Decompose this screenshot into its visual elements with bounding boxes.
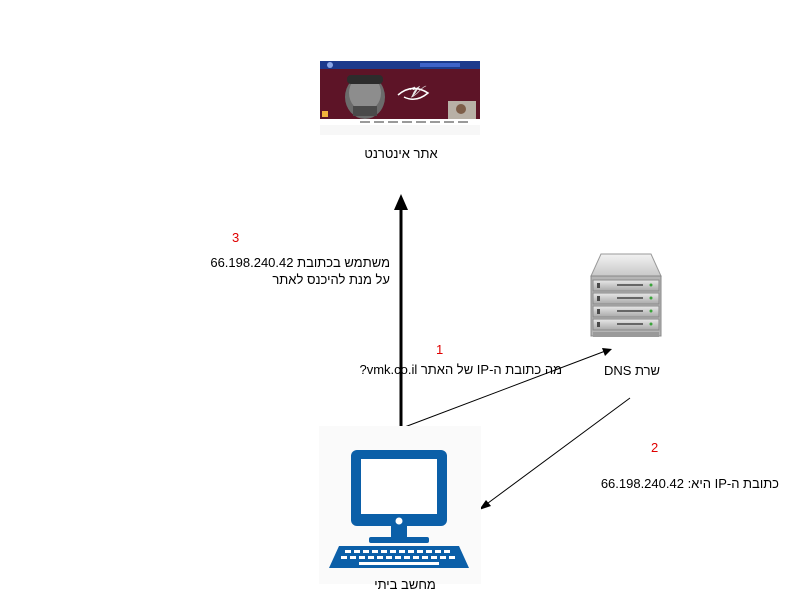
step3-number: 3 xyxy=(232,230,240,245)
server-rack-icon xyxy=(587,250,665,345)
step1-text: מה כתובת ה-IP של האתר vmk.co.il? xyxy=(359,362,562,377)
arrow-to-dns xyxy=(401,349,609,429)
website-screenshot-icon: 𝓥 xyxy=(319,60,481,136)
dns-server-label: שרת DNS xyxy=(603,363,661,378)
desktop-computer-icon xyxy=(319,426,481,584)
arrow-to-dns-head xyxy=(602,348,612,356)
arrow-to-computer xyxy=(483,397,631,507)
website-label: אתר אינטרנט xyxy=(364,146,438,161)
step3-text-line2: על מנת להיכנס לאתר xyxy=(272,272,390,287)
step2-number: 2 xyxy=(651,440,659,455)
step3-text-line1: משתמש בכתובת 66.198.240.42 xyxy=(210,255,390,270)
arrow-to-computer-head xyxy=(479,500,491,510)
arrow-to-website-head xyxy=(394,194,408,210)
step2-text: כתובת ה-IP היא: 66.198.240.42 xyxy=(600,476,779,491)
home-computer-label: מחשב ביתי xyxy=(374,577,436,592)
step1-number: 1 xyxy=(436,342,444,357)
